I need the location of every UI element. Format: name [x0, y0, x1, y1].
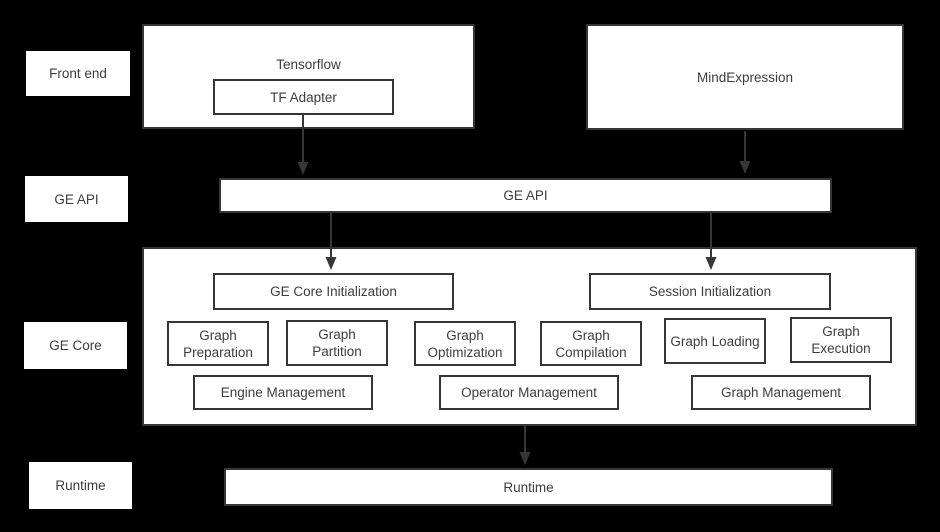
ge-api-bar: GE API	[219, 178, 832, 213]
session-initialization-label: Session Initialization	[648, 284, 772, 299]
runtime-bar-label: Runtime	[503, 479, 554, 495]
layer-label-runtime: Runtime	[29, 462, 132, 509]
graph-execution-label: Graph Execution	[811, 324, 871, 356]
graph-optimization-box: Graph Optimization	[414, 321, 516, 366]
layer-label-ge-core: GE Core	[24, 322, 127, 369]
layer-label-ge-core-text: GE Core	[49, 338, 102, 353]
layer-label-front-end: Front end	[26, 51, 130, 96]
runtime-bar: Runtime	[224, 468, 833, 506]
mindexpression-box: MindExpression	[586, 24, 904, 130]
graph-loading-box: Graph Loading	[664, 318, 766, 364]
session-initialization-box: Session Initialization	[589, 273, 831, 310]
graph-management-box: Graph Management	[691, 375, 871, 410]
graph-partition-box: Graph Partition	[286, 320, 388, 366]
layer-label-runtime-text: Runtime	[55, 478, 106, 493]
tensorflow-box: Tensorflow TF Adapter	[142, 24, 475, 129]
ge-core-box: GE Core Initialization Session Initializ…	[142, 247, 917, 426]
graph-compilation-box: Graph Compilation	[540, 321, 642, 366]
graph-compilation-label: Graph Compilation	[555, 327, 627, 360]
operator-management-box: Operator Management	[439, 375, 619, 410]
graph-preparation-label: Graph Preparation	[183, 327, 253, 360]
layer-label-ge-api: GE API	[25, 176, 128, 222]
graph-loading-label: Graph Loading	[670, 333, 760, 349]
ge-core-initialization-label: GE Core Initialization	[270, 284, 397, 299]
graph-management-label: Graph Management	[720, 385, 842, 400]
engine-management-label: Engine Management	[220, 385, 346, 400]
ge-core-initialization-box: GE Core Initialization	[213, 273, 454, 310]
ge-api-bar-label: GE API	[503, 188, 548, 203]
graph-preparation-box: Graph Preparation	[167, 321, 269, 366]
tf-adapter-label: TF Adapter	[270, 89, 337, 105]
graph-optimization-label: Graph Optimization	[427, 327, 503, 360]
mindexpression-label: MindExpression	[696, 69, 794, 85]
engine-management-box: Engine Management	[193, 375, 373, 410]
graph-execution-box: Graph Execution	[790, 317, 892, 363]
arrow-mindexpression-to-ge-api	[739, 131, 751, 174]
layer-label-ge-api-text: GE API	[54, 191, 99, 207]
operator-management-label: Operator Management	[461, 385, 597, 400]
arrow-ge-core-to-runtime	[519, 426, 531, 465]
graph-partition-label: Graph Partition	[312, 327, 362, 359]
tf-adapter-box: TF Adapter	[213, 79, 394, 115]
layer-label-front-end-text: Front end	[49, 66, 107, 81]
tensorflow-label: Tensorflow	[276, 57, 341, 72]
